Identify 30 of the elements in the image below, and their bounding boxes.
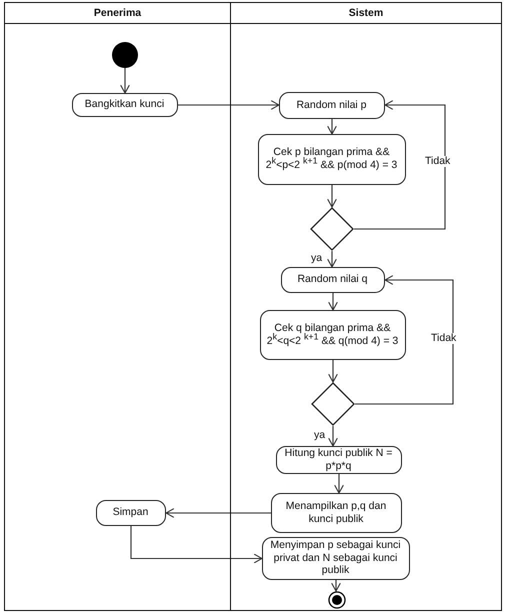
final-node [328,590,346,608]
action-text: Random nilai q [297,273,368,286]
action-box [260,310,406,360]
lane-title: Sistem [348,7,384,19]
action-box [96,500,166,526]
action-box [280,266,384,292]
lane-title: Penerima [94,7,142,19]
edge-label: ya [310,253,324,264]
action-text: Hitung kunci publik N = p*p*q [284,446,394,472]
action-text: Cek p bilangan prima && 2$^{k}$<p<2 $^{k+1}$ && p(mod 4) = 3 [264,146,398,172]
action-text: Random nilai p [296,98,367,112]
action-text: Cek q bilangan prima && 2$^{k}$<q<2 $^{k+1}$ && q(mod 4) = 3 [266,322,400,348]
action-box [72,92,178,116]
edge-label: ya [313,430,326,440]
initial-node [112,42,138,68]
edge-label: Tidak [424,156,452,166]
action-box [262,536,410,580]
action-text: Bangkitkan kunci [84,98,164,111]
decision-diamond [310,206,354,250]
action-box [258,134,406,184]
action-text: Menyimpan p sebagai kunci privat dan N sebagai kunci publik [269,539,402,577]
action-box [270,492,402,532]
swimlane [4,2,231,611]
action-text: Simpan [112,506,148,519]
action-text: Menampilkan p,q dan kunci publik [284,500,388,526]
action-box [276,446,402,474]
swimlane [230,2,502,611]
action-box [278,92,384,118]
edge-label: Tidak [430,333,458,344]
decision-diamond [310,382,354,426]
